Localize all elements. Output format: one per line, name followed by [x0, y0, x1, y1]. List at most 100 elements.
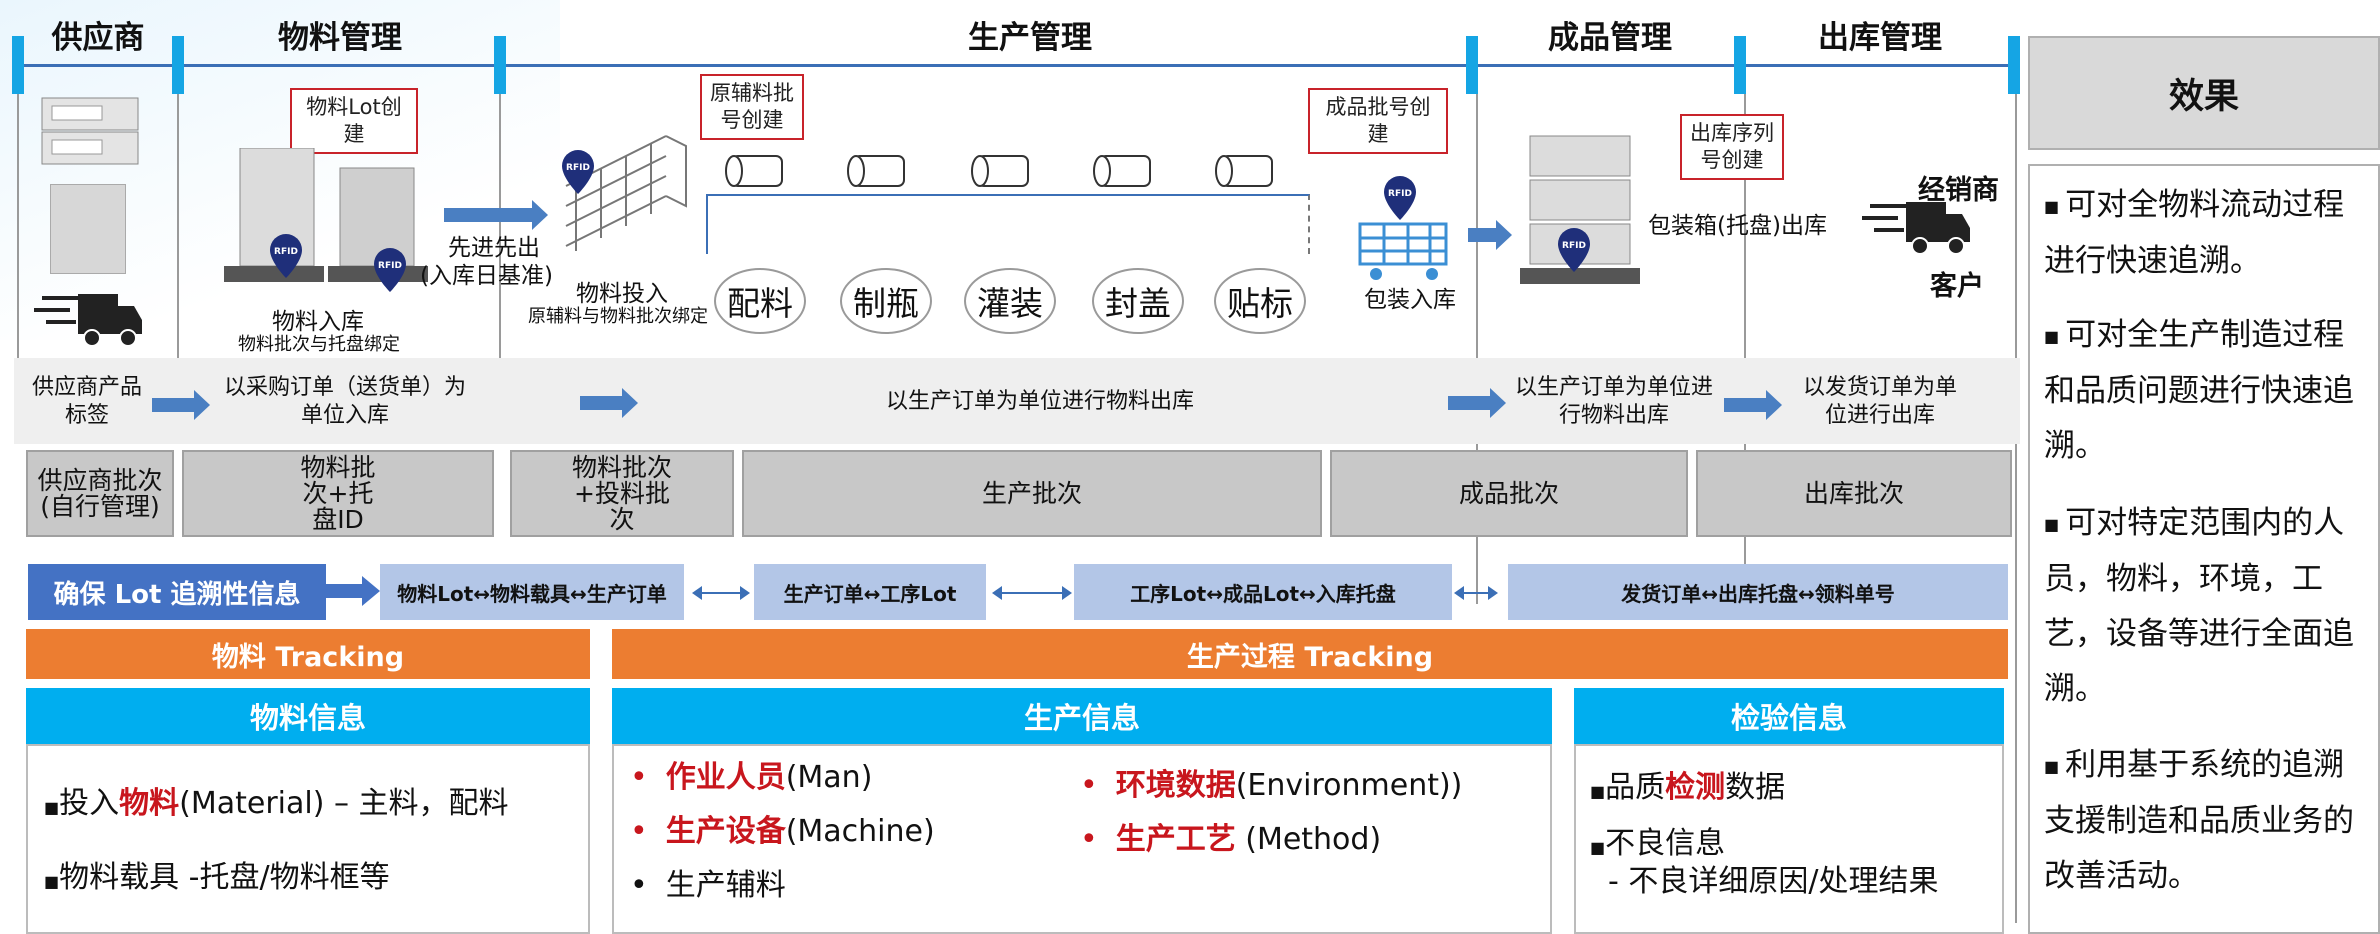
- material-item-input-red: 物料: [119, 786, 180, 821]
- production-info-header: 生产信息: [612, 688, 1552, 744]
- effect-item-text: 利用基于系统的追溯支援制造和品质业务的改善活动。: [2044, 747, 2354, 894]
- batch-supplier: 供应商批次(自行管理): [26, 450, 174, 537]
- inspect-item-defect: ■不良信息: [1590, 818, 1725, 862]
- batch-production: 生产批次: [742, 450, 1322, 537]
- batch-material-pallet: 物料批次+托盘ID: [182, 450, 494, 537]
- product-photo-icon: [50, 184, 126, 274]
- square-bullet-icon: ■: [1590, 782, 1606, 801]
- rfid-pin-icon: RFID: [1556, 228, 1592, 278]
- step-filling: 灌装: [964, 268, 1056, 334]
- trace-connector: [992, 586, 1072, 600]
- effect-item: ■可对全物料流动过程进行快速追溯。: [2044, 178, 2364, 289]
- step-bottle: 制瓶: [840, 268, 932, 334]
- bullet-icon: •: [630, 814, 648, 849]
- material-item-input-post: (Material) – 主料，配料: [179, 786, 509, 821]
- band-arrow: [1448, 388, 1506, 418]
- product-label-box-icon: [40, 90, 144, 168]
- rfid-pin-icon: RFID: [372, 248, 408, 298]
- roll-icon: [1090, 152, 1158, 190]
- material-item-carrier-text: 物料载具 -托盘/物料框等: [59, 860, 390, 895]
- stage-guide-line: [2015, 94, 2017, 923]
- env-red: 环境数据: [1115, 768, 1236, 803]
- truck-icon: [34, 288, 144, 354]
- material-item-carrier: ■物料载具 -托盘/物料框等: [44, 852, 390, 896]
- trace-connector: [1454, 586, 1498, 600]
- square-bullet-icon: ■: [2044, 515, 2060, 534]
- trace-link-material: 物料Lot↔物料载具↔生产订单: [380, 564, 684, 620]
- material-input-sub: 原辅料与物料批次绑定: [528, 306, 708, 327]
- rfid-pin-text: RFID: [274, 247, 298, 257]
- stage-supplier: 供应商: [51, 20, 145, 56]
- ensure-lot-trace-label: 确保 Lot 追溯性信息: [28, 564, 326, 620]
- bullet-icon: •: [1080, 822, 1098, 857]
- stage-divider: [1734, 36, 1746, 94]
- stage-guide-line: [177, 94, 179, 364]
- square-bullet-icon: ■: [2044, 757, 2060, 776]
- material-inbound-sub: 物料批次与托盘绑定: [238, 334, 400, 355]
- square-bullet-icon: ■: [1590, 838, 1606, 857]
- prod-order-outbound2-text: 以生产订单为单位进行物料出库: [1514, 375, 1713, 428]
- material-item-input: ■投入物料(Material) – 主料，配料: [44, 778, 508, 822]
- material-input-label: 物料投入: [576, 281, 668, 307]
- effect-item: ■可对特定范围内的人员，物料，环境，工艺，设备等进行全面追溯。: [2044, 496, 2364, 717]
- stage-arrow: [24, 64, 172, 67]
- process-tracking-bar: 生产过程 Tracking: [612, 629, 2008, 679]
- inspection-info-box: [1574, 744, 2004, 934]
- production-item-aux: •生产辅料: [630, 860, 786, 904]
- roll-icon: [968, 152, 1036, 190]
- effect-item-text: 可对全生产制造过程和品质问题进行快速追溯。: [2044, 317, 2354, 464]
- rfid-pin-icon: RFID: [560, 150, 596, 200]
- prod-order-outbound-text: 以生产订单为单位进行物料出库: [885, 389, 1194, 414]
- finished-pallet-icon: [1520, 132, 1640, 304]
- stage-arrow: [1478, 64, 1734, 67]
- material-info-box: [26, 744, 590, 934]
- material-tracking-bar: 物料 Tracking: [26, 629, 590, 679]
- man-red: 作业人员: [665, 760, 786, 795]
- rfid-pin-text: RFID: [378, 261, 402, 271]
- bullet-icon: •: [630, 760, 648, 795]
- rfid-pin-text: RFID: [566, 163, 590, 173]
- stage-guide-line: [17, 94, 19, 364]
- rfid-pin-text: RFID: [1562, 241, 1586, 251]
- effect-title: 效果: [2028, 36, 2380, 150]
- batch-shipping: 出库批次: [1696, 450, 2012, 537]
- inspect1-red: 检测: [1665, 770, 1726, 805]
- callout-raw-batch: 原辅料批号创建: [700, 74, 804, 140]
- production-item-method: •生产工艺 (Method): [1080, 814, 1381, 858]
- stage-divider: [2008, 36, 2020, 94]
- effect-item: ■可对全生产制造过程和品质问题进行快速追溯。: [2044, 308, 2364, 474]
- method-text: (Method): [1235, 822, 1382, 857]
- production-item-env: •环境数据(Environment)): [1080, 760, 1462, 804]
- callout-shipping-seq: 出库序列号创建: [1680, 114, 1784, 180]
- fifo-sub: (入库日基准): [420, 263, 553, 289]
- square-bullet-icon: ■: [2044, 327, 2060, 346]
- pallet-stack-icon: [224, 147, 434, 302]
- stage-arrow: [184, 64, 494, 67]
- roll-icon: [1212, 152, 1280, 190]
- stage-material-mgmt: 物料管理: [278, 20, 402, 56]
- square-bullet-icon: ■: [44, 872, 60, 891]
- bullet-icon: •: [1080, 768, 1098, 803]
- outbound-rule-band: [14, 358, 2020, 444]
- material-inbound-label: 物料入库: [272, 309, 364, 335]
- stage-arrow: [1746, 64, 2008, 67]
- stage-guide-line: [1744, 94, 1746, 604]
- effect-panel: ■可对全物料流动过程进行快速追溯。 ■可对全生产制造过程和品质问题进行快速追溯。…: [2028, 164, 2380, 934]
- material-info-header: 物料信息: [26, 688, 590, 744]
- batch-material-input: 物料批次+投料批次: [510, 450, 734, 537]
- stage-production-mgmt: 生产管理: [968, 20, 1092, 56]
- rfid-pin-icon: RFID: [1382, 176, 1418, 226]
- square-bullet-icon: ■: [2044, 197, 2060, 216]
- stage-divider: [12, 36, 24, 94]
- square-bullet-icon: ■: [44, 798, 60, 817]
- step-batching: 配料: [714, 268, 806, 334]
- step-labeling: 贴标: [1214, 268, 1306, 334]
- fifo-label: 先进先出: [448, 235, 540, 261]
- po-inbound-text: 以采购订单（送货单）为单位入库: [223, 375, 466, 428]
- band-arrow: [152, 390, 210, 420]
- inspect1-pre: 品质: [1605, 770, 1666, 805]
- trace-link-order-process: 生产订单↔工序Lot: [754, 564, 986, 620]
- stage-divider: [172, 36, 184, 94]
- rfid-pin-text: RFID: [1388, 189, 1412, 199]
- supplier-label-text: 供应商产品标签: [32, 375, 143, 428]
